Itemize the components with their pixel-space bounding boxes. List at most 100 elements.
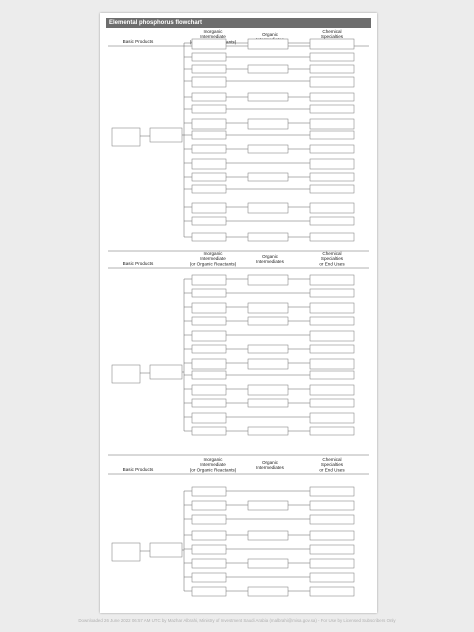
node-box-74 bbox=[111, 542, 141, 562]
node-box-95 bbox=[309, 586, 355, 597]
node-box-38 bbox=[247, 232, 289, 242]
node-box-84 bbox=[247, 530, 289, 541]
node-box-57 bbox=[309, 344, 355, 354]
node-box-23 bbox=[247, 144, 289, 154]
node-box-15 bbox=[191, 104, 227, 114]
node-box-17 bbox=[191, 118, 227, 130]
node-box-44 bbox=[309, 274, 355, 286]
node-box-88 bbox=[191, 558, 227, 569]
node-box-59 bbox=[247, 358, 289, 370]
node-box-14 bbox=[309, 92, 355, 102]
node-box-16 bbox=[309, 104, 355, 114]
node-box-80 bbox=[309, 500, 355, 511]
node-box-52 bbox=[309, 316, 355, 326]
node-box-3 bbox=[247, 38, 289, 50]
node-box-56 bbox=[247, 344, 289, 354]
node-box-65 bbox=[309, 384, 355, 396]
node-box-32 bbox=[191, 202, 227, 214]
node-box-7 bbox=[191, 64, 227, 74]
node-box-29 bbox=[309, 172, 355, 182]
node-box-42 bbox=[191, 274, 227, 286]
node-box-12 bbox=[191, 92, 227, 102]
node-box-6 bbox=[309, 52, 355, 62]
node-box-1 bbox=[149, 127, 183, 143]
node-box-76 bbox=[191, 486, 227, 497]
node-box-27 bbox=[191, 172, 227, 182]
node-box-54 bbox=[309, 330, 355, 342]
node-box-73 bbox=[309, 426, 355, 436]
node-box-9 bbox=[309, 64, 355, 74]
node-box-26 bbox=[309, 158, 355, 170]
node-box-20 bbox=[191, 130, 227, 140]
column-header-basic-products: Basic Products bbox=[123, 39, 154, 44]
node-box-8 bbox=[247, 64, 289, 74]
node-box-85 bbox=[309, 530, 355, 541]
node-box-63 bbox=[191, 384, 227, 396]
node-box-40 bbox=[111, 364, 141, 384]
node-box-2 bbox=[191, 38, 227, 50]
node-box-13 bbox=[247, 92, 289, 102]
node-box-92 bbox=[309, 572, 355, 583]
node-box-45 bbox=[191, 288, 227, 298]
node-box-58 bbox=[191, 358, 227, 370]
flowchart-title: Elemental phosphorus flowchart bbox=[106, 18, 371, 28]
column-header-basic-products: Basic Products bbox=[123, 261, 154, 266]
node-box-18 bbox=[247, 118, 289, 130]
node-box-43 bbox=[247, 274, 289, 286]
node-box-55 bbox=[191, 344, 227, 354]
node-box-69 bbox=[191, 412, 227, 424]
node-box-86 bbox=[191, 544, 227, 555]
node-box-77 bbox=[309, 486, 355, 497]
node-box-78 bbox=[191, 500, 227, 511]
node-box-35 bbox=[191, 216, 227, 226]
node-box-64 bbox=[247, 384, 289, 396]
node-box-33 bbox=[247, 202, 289, 214]
node-box-46 bbox=[309, 288, 355, 298]
node-box-34 bbox=[309, 202, 355, 214]
node-box-47 bbox=[191, 302, 227, 314]
flowchart-sheet: Elemental phosphorus flowchart Basic Pro… bbox=[100, 13, 377, 613]
node-box-22 bbox=[191, 144, 227, 154]
node-box-89 bbox=[247, 558, 289, 569]
node-box-24 bbox=[309, 144, 355, 154]
node-box-25 bbox=[191, 158, 227, 170]
download-notice: Downloaded 26 June 2022 06:57 AM UTC by … bbox=[78, 618, 396, 623]
node-box-53 bbox=[191, 330, 227, 342]
node-box-48 bbox=[247, 302, 289, 314]
node-box-67 bbox=[247, 398, 289, 408]
node-box-30 bbox=[191, 184, 227, 194]
node-box-79 bbox=[247, 500, 289, 511]
node-box-83 bbox=[191, 530, 227, 541]
node-box-94 bbox=[247, 586, 289, 597]
node-box-60 bbox=[309, 358, 355, 370]
node-box-71 bbox=[191, 426, 227, 436]
node-box-68 bbox=[309, 398, 355, 408]
node-box-61 bbox=[191, 370, 227, 380]
node-box-62 bbox=[309, 370, 355, 380]
node-box-51 bbox=[247, 316, 289, 326]
node-box-90 bbox=[309, 558, 355, 569]
node-box-41 bbox=[149, 364, 183, 380]
node-box-50 bbox=[191, 316, 227, 326]
node-box-36 bbox=[309, 216, 355, 226]
node-box-49 bbox=[309, 302, 355, 314]
node-box-66 bbox=[191, 398, 227, 408]
node-box-93 bbox=[191, 586, 227, 597]
node-box-87 bbox=[309, 544, 355, 555]
node-box-19 bbox=[309, 118, 355, 130]
node-box-31 bbox=[309, 184, 355, 194]
node-box-82 bbox=[309, 514, 355, 525]
node-box-72 bbox=[247, 426, 289, 436]
node-box-4 bbox=[309, 38, 355, 50]
node-box-5 bbox=[191, 52, 227, 62]
column-header-basic-products: Basic Products bbox=[123, 467, 154, 472]
node-box-75 bbox=[149, 542, 183, 558]
node-box-70 bbox=[309, 412, 355, 424]
